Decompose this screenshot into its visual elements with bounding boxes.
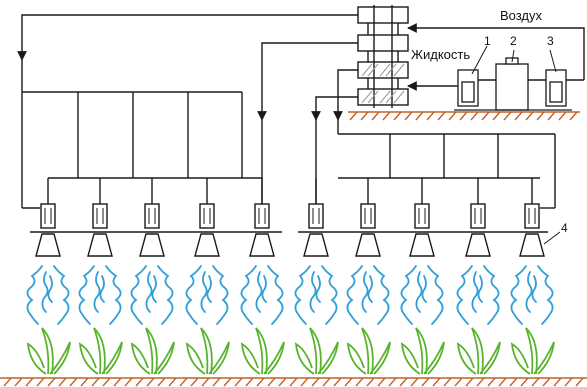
ground-hatch bbox=[0, 377, 587, 387]
pump-base-hatch bbox=[348, 111, 580, 121]
nozzle bbox=[519, 178, 545, 257]
nozzles bbox=[35, 178, 545, 257]
plant bbox=[185, 327, 230, 375]
nozzle bbox=[139, 178, 165, 257]
nozzle bbox=[465, 178, 491, 257]
spray-cloud bbox=[346, 265, 390, 325]
plant bbox=[456, 327, 501, 375]
plant bbox=[26, 327, 71, 375]
nozzle bbox=[355, 178, 381, 257]
nozzle bbox=[87, 178, 113, 257]
plant bbox=[130, 327, 175, 375]
liquid-label: Жидкость bbox=[411, 47, 470, 62]
leader-4 bbox=[543, 231, 561, 245]
number-1-label: 1 bbox=[484, 34, 491, 48]
hatched-cells bbox=[361, 63, 405, 104]
spray-clouds bbox=[26, 265, 554, 325]
number-3-label: 3 bbox=[547, 34, 554, 48]
spray-cloud bbox=[130, 265, 174, 325]
plant bbox=[510, 327, 555, 375]
plants bbox=[26, 327, 555, 375]
nozzle bbox=[303, 178, 329, 257]
plant bbox=[78, 327, 123, 375]
plant bbox=[346, 327, 391, 375]
nozzle bbox=[409, 178, 435, 257]
nozzle bbox=[249, 178, 275, 257]
plant bbox=[400, 327, 445, 375]
leader-1 bbox=[471, 45, 488, 75]
distributor-block bbox=[357, 5, 409, 108]
nozzle bbox=[194, 178, 220, 257]
spray-cloud bbox=[294, 265, 338, 325]
plant bbox=[294, 327, 339, 375]
plant bbox=[240, 327, 285, 375]
spray-cloud bbox=[78, 265, 122, 325]
leader-3 bbox=[549, 49, 557, 73]
spray-cloud bbox=[400, 265, 444, 325]
air-label: Воздух bbox=[500, 8, 543, 23]
spray-cloud bbox=[185, 265, 229, 325]
spray-cloud bbox=[240, 265, 284, 325]
number-4-label: 4 bbox=[561, 221, 568, 235]
pump-unit bbox=[454, 57, 572, 111]
leader-2 bbox=[511, 49, 515, 63]
spray-cloud bbox=[510, 265, 554, 325]
spray-cloud bbox=[26, 265, 70, 325]
number-2-label: 2 bbox=[510, 34, 517, 48]
nozzle bbox=[35, 178, 61, 257]
spray-cloud bbox=[456, 265, 500, 325]
